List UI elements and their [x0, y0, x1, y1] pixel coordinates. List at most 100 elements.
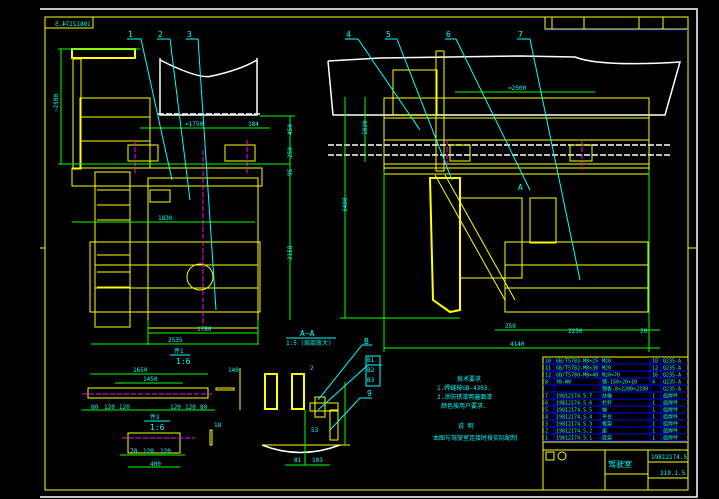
- bom-cell-name: 梯: [602, 407, 607, 414]
- bom-cell-note: 组焊件: [663, 400, 678, 407]
- dim-d2-part: 120: [160, 448, 171, 455]
- bom-cell-code: YB-W0: [556, 380, 571, 386]
- view-a-label: A: [518, 183, 523, 192]
- right-elevation-view: [327, 38, 682, 352]
- dim-d1-part: 80: [200, 404, 208, 411]
- notes-line3: 颜色按用户要求.: [441, 402, 487, 410]
- bom-cell-name: 扶梯: [602, 393, 612, 400]
- dim-left-184: 184: [248, 121, 259, 128]
- balloon-2: 2: [158, 30, 163, 39]
- bom-cell-no: 7: [545, 394, 548, 400]
- bom-cell-qty: 1: [652, 394, 655, 400]
- dim-left-height: ~2500: [53, 94, 60, 112]
- dim-left-95: 95: [287, 168, 294, 176]
- dim-right-4140: 4140: [510, 341, 525, 348]
- bom-cell-name: 平台: [602, 414, 612, 421]
- dim-d2-18: 18: [214, 422, 222, 429]
- bom-cell-note: Q235-A: [663, 359, 681, 365]
- bom-cell-code: 19812174.5.7: [556, 394, 592, 400]
- bom-cell-note: Q235-A: [663, 387, 681, 393]
- bom-cell-no: 10: [545, 359, 551, 365]
- bom-cell-code: GB/T5782-M8×30: [556, 366, 598, 372]
- bom-cell-no: 4: [545, 415, 548, 421]
- bom-cell-no: 8: [545, 380, 548, 386]
- detail1-title: 件1: [174, 347, 184, 355]
- bom-cell-qty: 1: [652, 401, 655, 407]
- dim-aa-2: 2: [310, 365, 314, 372]
- bom-cell-name: M20: [602, 366, 611, 372]
- bom-cell-code: GB/T5780-M8×40: [556, 373, 598, 379]
- drawing-number-mirrored: 19812174.5: [54, 21, 91, 28]
- bom-cell-no: 2: [545, 429, 548, 435]
- bom-cell-note: Q235-A: [663, 380, 681, 386]
- dim-left-450: 450: [287, 124, 294, 135]
- bom-cell-code: 19812174.5.5: [556, 408, 592, 414]
- label-b3: B3: [367, 377, 375, 384]
- dim-d2-400: 400: [150, 461, 161, 468]
- bom-cell-code: 19812174.5.6: [556, 401, 592, 407]
- dim-left-2158: 2158: [287, 245, 294, 260]
- bom-cell-qty: 1: [652, 429, 655, 435]
- bom-cell-note: 组焊件: [663, 435, 678, 442]
- title-block-title: 驾驶室: [608, 459, 632, 469]
- dim-d1-part: 80: [91, 404, 99, 411]
- detail-part1: [82, 354, 241, 411]
- dim-d1-part: 120: [119, 404, 130, 411]
- bom-cell-no: 3: [545, 422, 548, 428]
- bom-cell-name: 钢-150×20×10: [602, 379, 637, 386]
- bom-cell-code: 19812174.5.3: [556, 422, 592, 428]
- bom-cell-note: Q235-A: [663, 373, 681, 379]
- bom-cell-name: 底架: [602, 435, 612, 442]
- dim-aa-53: 53: [311, 427, 319, 434]
- bom-cell-qty: 4: [652, 380, 655, 386]
- dim-aa-81: 81: [294, 457, 302, 464]
- bom-cell-no: 12: [545, 373, 551, 379]
- dim-right-2500: ≈2500: [508, 85, 526, 92]
- notes-line2: 2.涂防锈漆两遍面漆: [437, 393, 492, 401]
- bom-cell-qty: 1: [652, 415, 655, 421]
- dim-d2-part: 120: [143, 448, 154, 455]
- dim-left-1830: 1830: [158, 215, 173, 222]
- bom-cell-name: 框架: [602, 421, 612, 428]
- bom-cell-code: 19812174.5.1: [556, 436, 592, 442]
- balloon-3: 3: [187, 30, 192, 39]
- dim-left-2535: 2535: [168, 337, 183, 344]
- label-b: B: [364, 337, 369, 346]
- d1-part-dims: 80 120 120 120 120 80: [91, 404, 208, 411]
- drawing-frame: [40, 8, 698, 498]
- detail2-title: 件2: [150, 413, 160, 421]
- notes-section2-heading: 说 明: [458, 422, 474, 430]
- left-elevation-view: [58, 38, 295, 345]
- dim-right-2250: 2250: [568, 328, 583, 335]
- section-aa-scale: 1:5 (局部放大): [286, 339, 332, 347]
- section-aa-title: A—A: [300, 329, 315, 338]
- label-b2: B2: [367, 367, 375, 374]
- detail2-scale: 1:6: [150, 423, 165, 432]
- bom-cell-qty: 1: [652, 422, 655, 428]
- notes-line1: 1.焊缝按GB-4303.: [437, 384, 491, 392]
- dim-right-20: 20: [640, 328, 648, 335]
- bom-cell-no: 11: [545, 366, 551, 372]
- bom-cell-note: 组焊件: [663, 428, 678, 435]
- bom-cell-name: 栏杆: [602, 400, 612, 407]
- bom-cell-name: 钢板-8×2200×2330: [602, 386, 648, 393]
- title-block-number: 19812174.5: [651, 454, 688, 461]
- bom-cell-qty: 1: [652, 436, 655, 442]
- bom-cell-qty: 12: [652, 366, 658, 372]
- dim-left-1780: 1780: [197, 326, 212, 333]
- dim-left-250: 250: [287, 147, 294, 158]
- balloon-6: 6: [446, 30, 451, 39]
- balloon-1: 1: [128, 30, 133, 39]
- bom-cell-qty: 16: [652, 373, 658, 379]
- bom-cell-note: 组焊件: [663, 421, 678, 428]
- bill-of-materials: [542, 356, 689, 491]
- revision-header: [544, 16, 689, 31]
- notes-heading: 技术要求: [457, 375, 481, 383]
- balloon-5: 5: [386, 30, 391, 39]
- bom-cell-note: Q235-A: [663, 366, 681, 372]
- bom-cell-name: M20: [602, 359, 611, 365]
- bom-cell-qty: 1: [652, 408, 655, 414]
- balloon-4: 4: [346, 30, 351, 39]
- dim-right-250: 250: [505, 323, 516, 330]
